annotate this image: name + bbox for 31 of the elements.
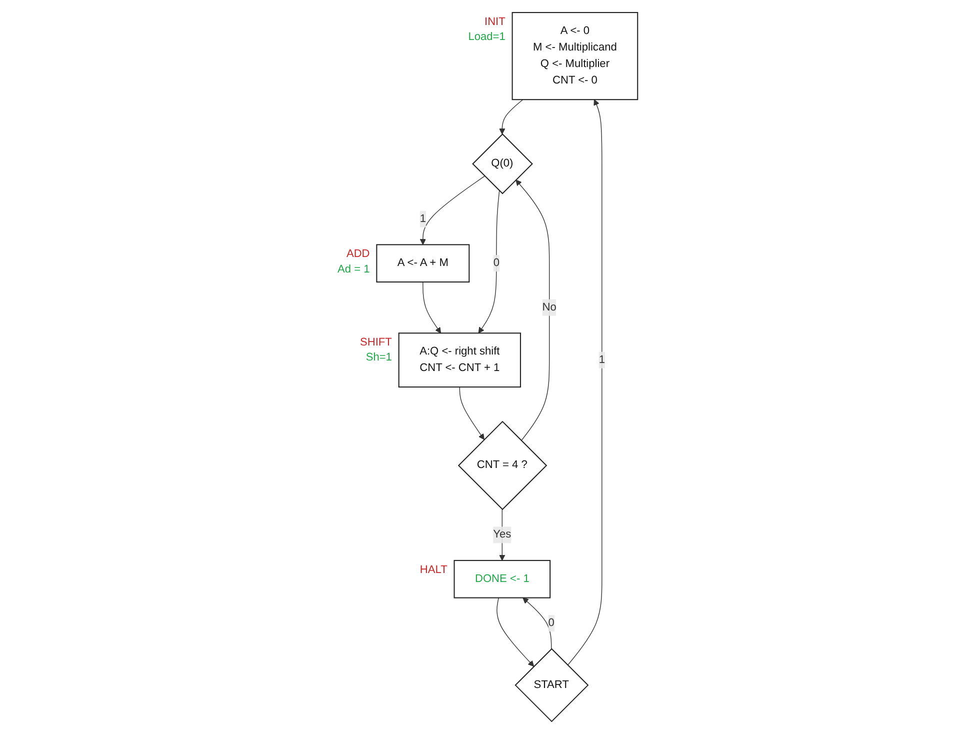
arrow (497, 596, 535, 666)
node-box (512, 12, 639, 100)
edge-label: 1 (420, 212, 426, 224)
node-diamond (458, 420, 548, 510)
arrow (423, 281, 442, 333)
signal-label: Ad = 1 (338, 262, 370, 275)
arrow (420, 175, 486, 244)
arrow (500, 98, 524, 134)
edge-label: 0 (548, 616, 555, 628)
arrow (460, 386, 485, 440)
node-diamond (472, 132, 534, 194)
signal-label: Sh=1 (366, 351, 392, 364)
arrow (478, 190, 500, 333)
state-name: ADD (346, 248, 370, 260)
node-box (398, 332, 522, 388)
edge-label: 1 (599, 353, 606, 366)
arrow (516, 179, 550, 441)
arrow (500, 508, 506, 560)
node-box (454, 559, 552, 598)
state-name: HALT (420, 563, 448, 576)
flowchart: 1 0 No Yes 1 0 INIT Load=1 A <- 0 M <- Multiplicand Q <- Multiplier CNT <- 0 Q(0) ADD Ad = 1 A <- A + M SHIFT Sh=1 A:Q <- right shift CNT <- CNT + 1 CNT = 4 ? START HALT DONE <- 1 (332, 6, 644, 726)
signal-label: Load=1 (468, 30, 506, 43)
node-box (376, 244, 470, 282)
state-name: INIT (484, 15, 506, 28)
edge-label: 0 (494, 256, 500, 268)
node-diamond (515, 648, 590, 722)
state-name: SHIFT (360, 336, 392, 348)
arrow (523, 597, 552, 649)
arrow (568, 98, 603, 666)
edge-label: No (542, 300, 557, 313)
edge-label: Yes (494, 528, 512, 540)
